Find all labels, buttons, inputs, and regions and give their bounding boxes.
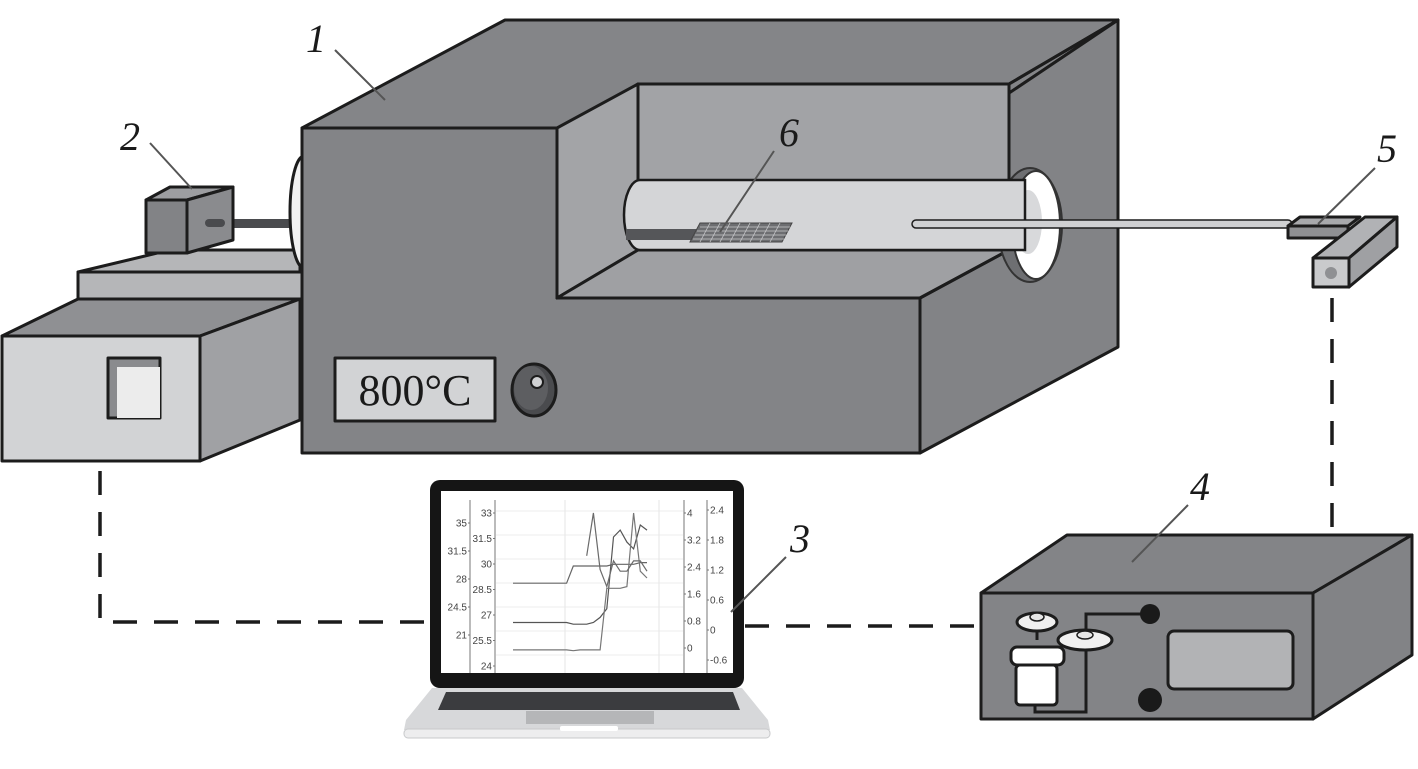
callout-4: 4	[1190, 464, 1210, 509]
controller-button-top[interactable]	[1140, 604, 1160, 624]
box2-front	[144, 198, 189, 255]
probe-rod	[911, 219, 1293, 229]
callout-2: 2	[120, 114, 140, 159]
laptop-keyboard[interactable]	[438, 692, 740, 710]
sensor-port-icon	[1325, 267, 1337, 279]
tick-label: 0.6	[710, 596, 724, 607]
tube-furnace: 800°C	[288, 18, 1293, 455]
tick-label: 35	[456, 519, 468, 530]
laptop: 35 31.5 28 24.5 21 33 31.5 30 28.5 27 25.5 24 4 3.2 2.…	[403, 480, 771, 739]
temperature-display	[333, 356, 497, 423]
tick-label: 1.2	[710, 566, 724, 577]
chart-line-series-d	[586, 512, 648, 589]
tick-label: 1.6	[687, 590, 701, 601]
controller-button-bottom[interactable]	[1138, 688, 1162, 712]
tick-label: 33	[481, 509, 493, 520]
chart-line-series-c	[513, 512, 648, 652]
tick-label: 25.5	[473, 636, 493, 647]
tick-label: 30	[481, 560, 493, 571]
callout-3: 3	[789, 516, 810, 561]
tick-label: 2.4	[687, 563, 701, 574]
callout-5: 5	[1377, 126, 1397, 171]
tick-label: 28	[456, 575, 468, 586]
tick-label: 0	[687, 644, 693, 655]
shelf-front	[76, 270, 304, 301]
tick-label: 27	[481, 611, 493, 622]
tick-label: 0.8	[687, 617, 701, 628]
tick-label: 21	[456, 631, 468, 642]
tick-label: 0	[710, 626, 716, 637]
flow-meter-box	[144, 185, 298, 255]
tick-label: 24.5	[448, 603, 468, 614]
gas-supply-unit	[0, 248, 304, 463]
controller-display	[1166, 629, 1295, 691]
tick-label: 3.2	[687, 536, 701, 547]
tick-label: 31.5	[448, 547, 468, 558]
tick-label: 24	[481, 662, 493, 673]
lower-box-front	[0, 334, 202, 463]
chart-line-series-b	[513, 523, 648, 625]
tick-label: 28.5	[473, 585, 493, 596]
unit-window	[117, 367, 160, 418]
sample-mesh	[689, 222, 793, 243]
tick-label: 31.5	[473, 534, 493, 545]
callout-6: 6	[779, 110, 799, 155]
tick-label: 1.8	[710, 536, 724, 547]
temperature-readout: 800°C	[359, 366, 472, 415]
furnace-knob[interactable]	[510, 362, 558, 418]
gas-sensor	[1286, 215, 1399, 289]
tick-label: 4	[687, 509, 693, 520]
callout-1: 1	[306, 16, 326, 61]
controller-unit	[979, 533, 1414, 721]
laptop-chart: 35 31.5 28 24.5 21 33 31.5 30 28.5 27 25.5 24 4 3.2 2.…	[448, 500, 728, 673]
tick-label: -0.6	[710, 656, 728, 667]
sample-boat	[626, 229, 706, 240]
tick-label: 2.4	[710, 506, 724, 517]
connection-gas-to-laptop	[98, 471, 430, 624]
pump-icon	[1009, 611, 1149, 714]
laptop-trackpad[interactable]	[526, 711, 654, 724]
